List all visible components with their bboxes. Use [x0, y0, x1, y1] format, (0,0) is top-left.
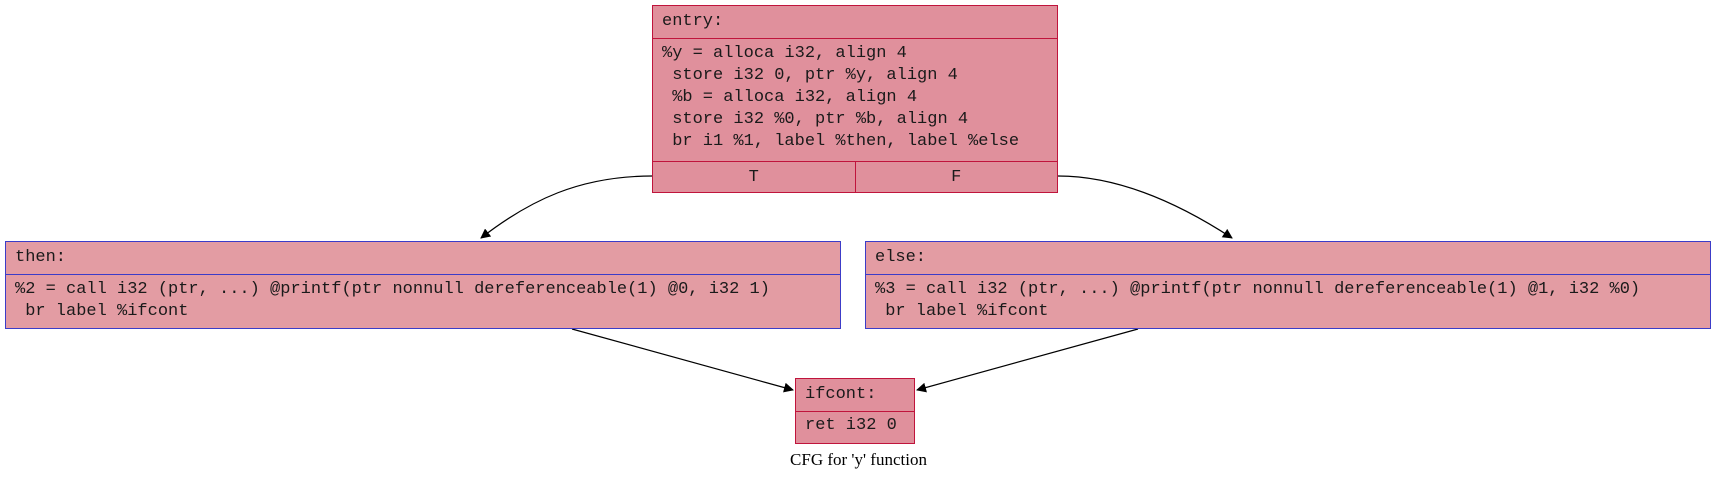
block-then-instructions: %2 = call i32 (ptr, ...) @printf(ptr non… [6, 274, 840, 327]
edge-entry-false-to-else [1057, 175, 1233, 239]
block-entry-label: entry: [662, 12, 724, 31]
instruction-line: br label %ifcont [875, 302, 1049, 321]
block-ifcont[interactable]: ifcont: ret i32 0 [795, 378, 915, 444]
instruction-line: br label %ifcont [15, 302, 189, 321]
port-false: F [854, 162, 1058, 193]
instruction-line: ret i32 0 [805, 416, 897, 435]
block-then[interactable]: then: %2 = call i32 (ptr, ...) @printf(p… [5, 241, 841, 329]
block-entry[interactable]: entry: %y = alloca i32, align 4 store i3… [652, 5, 1058, 193]
instruction-line: br i1 %1, label %then, label %else [662, 132, 1020, 151]
block-then-label: then: [15, 248, 67, 267]
block-else[interactable]: else: %3 = call i32 (ptr, ...) @printf(p… [865, 241, 1711, 329]
instruction-line: store i32 %0, ptr %b, align 4 [662, 110, 969, 129]
instruction-line: %b = alloca i32, align 4 [662, 88, 918, 107]
block-ifcont-label: ifcont: [805, 385, 877, 404]
block-entry-ports: T F [653, 161, 1057, 193]
instruction-line: store i32 0, ptr %y, align 4 [662, 66, 958, 85]
edge-then-to-ifcont [571, 328, 794, 393]
block-ifcont-instructions: ret i32 0 [796, 411, 914, 441]
block-entry-instructions: %y = alloca i32, align 4 store i32 0, pt… [653, 38, 1057, 161]
instruction-line: %y = alloca i32, align 4 [662, 44, 907, 63]
edge-entry-true-to-then [480, 175, 653, 239]
port-true: T [748, 168, 759, 187]
edge-else-to-ifcont [916, 328, 1139, 393]
instruction-line: %3 = call i32 (ptr, ...) @printf(ptr non… [875, 280, 1641, 299]
block-else-instructions: %3 = call i32 (ptr, ...) @printf(ptr non… [866, 274, 1710, 327]
diagram-caption: CFG for 'y' function [790, 450, 927, 469]
block-else-label: else: [875, 248, 927, 267]
instruction-line: %2 = call i32 (ptr, ...) @printf(ptr non… [15, 280, 770, 299]
